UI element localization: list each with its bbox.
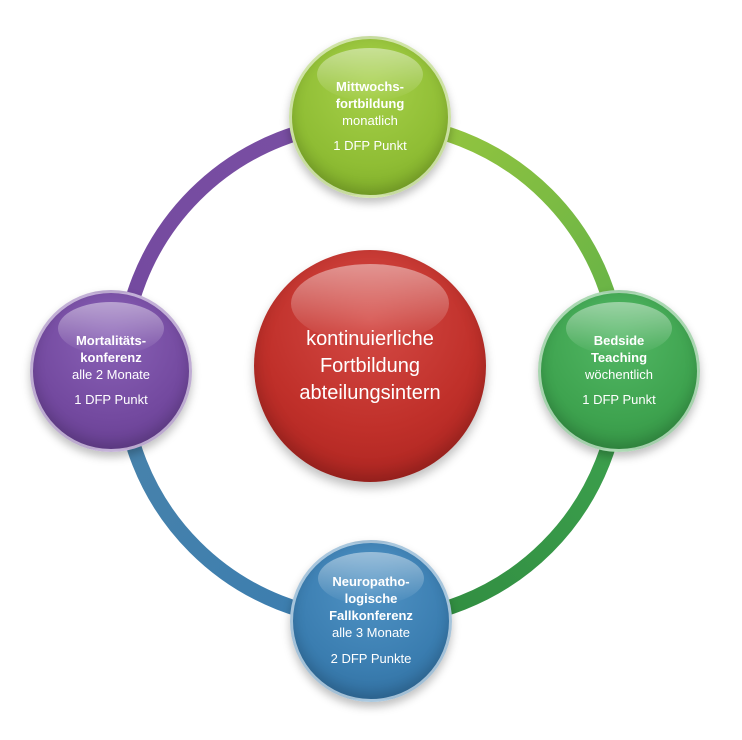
node-title-line-2: konferenz: [80, 349, 142, 365]
node-title-line-1: Mortalitäts-: [75, 332, 147, 348]
center-circle: kontinuierliche Fortbildung abteilungsin…: [254, 250, 486, 482]
center-line-3: abteilungsintern: [299, 381, 441, 404]
node-title-line-2: Teaching: [590, 349, 648, 365]
center-line-2: Fortbildung: [319, 354, 421, 377]
node-mittwochsfortbildung: Mittwochs- fortbildung monatlich 1 DFP P…: [289, 36, 451, 198]
node-frequency: monatlich: [342, 112, 398, 128]
center-line-1: kontinuierliche: [306, 327, 434, 350]
node-points: 1 DFP Punkt: [74, 392, 148, 408]
node-title-line-3: Fallkonferenz: [329, 608, 413, 624]
node-frequency: wöchentlich: [585, 366, 653, 382]
node-mortalitaetskonferenz: Mortalitäts- konferenz alle 2 Monate 1 D…: [30, 290, 192, 452]
node-points: 2 DFP Punkte: [330, 650, 412, 666]
node-title-line-1: Bedside: [593, 332, 645, 348]
node-bedside-teaching: Bedside Teaching wöchentlich 1 DFP Punkt: [538, 290, 700, 452]
node-title-line-2: logische: [344, 591, 398, 607]
node-frequency: alle 3 Monate: [331, 624, 411, 640]
node-title-line-1: Neuropatho-: [332, 574, 410, 590]
node-neuropathologische-fallkonferenz: Neuropatho- logische Fallkonferenz alle …: [290, 540, 452, 702]
node-title-line-1: Mittwochs-: [336, 78, 404, 94]
node-points: 1 DFP Punkt: [582, 392, 656, 408]
node-frequency: alle 2 Monate: [71, 366, 151, 382]
node-title-line-2: fortbildung: [335, 95, 405, 111]
node-points: 1 DFP Punkt: [333, 138, 407, 154]
